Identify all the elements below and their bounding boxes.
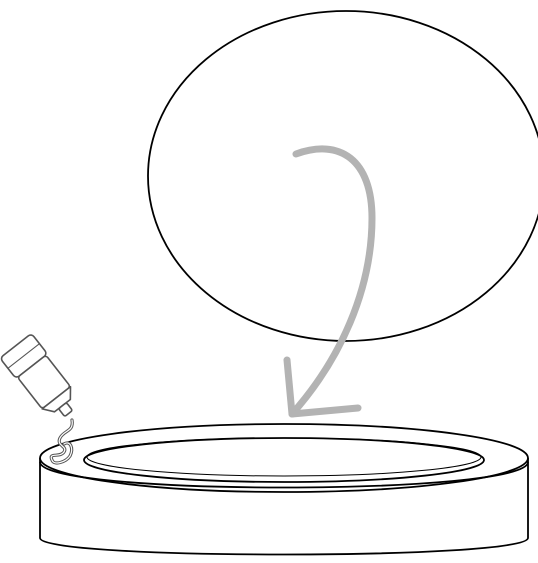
glue-bottle-icon	[0, 333, 84, 425]
curved-down-arrow	[287, 149, 372, 414]
arrow-shaft	[292, 149, 372, 414]
tray-bottom-rim	[40, 538, 528, 555]
round-tray	[40, 424, 528, 555]
paper-circle	[148, 11, 538, 341]
